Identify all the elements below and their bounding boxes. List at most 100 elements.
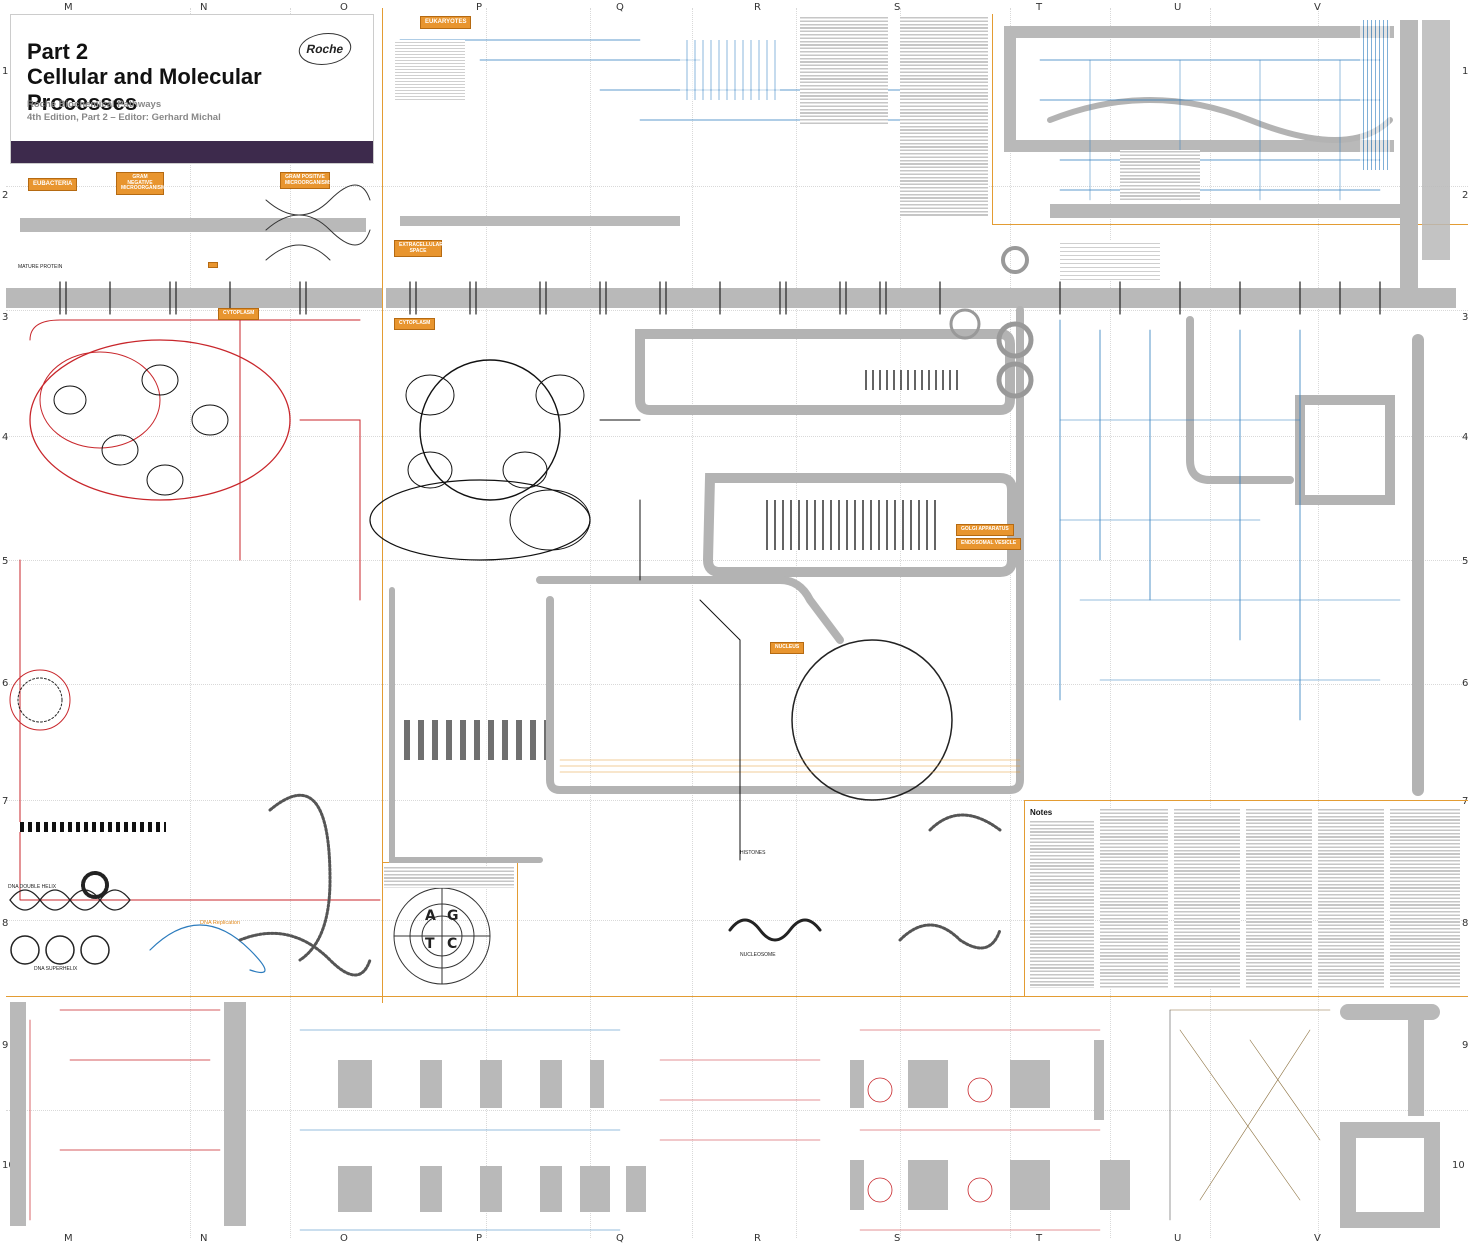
- grid-line: [6, 436, 1468, 437]
- membrane-block: [1100, 1160, 1130, 1210]
- translation-cycle: [419, 359, 561, 501]
- poster-subtitle: Roche Biochemical Pathways 4th Edition, …: [27, 99, 221, 125]
- membrane-block: [1094, 1040, 1104, 1120]
- notes-column: [384, 866, 514, 888]
- ribosome: [502, 451, 548, 489]
- membrane-block: [626, 1166, 646, 1212]
- vesicle: [996, 361, 1034, 399]
- column-label: P: [476, 1233, 483, 1244]
- membrane-block: [540, 1060, 562, 1108]
- column-label: S: [894, 1233, 901, 1244]
- row-label: 9: [1462, 1040, 1469, 1051]
- mature-protein-label: MATURE PROTEIN: [18, 264, 63, 270]
- column-label: U: [1174, 1233, 1182, 1244]
- notes-column: [1318, 808, 1384, 988]
- column-label: N: [200, 1233, 208, 1244]
- ribosome: [101, 434, 139, 466]
- membrane-block: [1340, 1122, 1356, 1228]
- membrane-vertical-right-2: [1422, 20, 1450, 260]
- chromatin: [728, 918, 822, 942]
- nucleosome-label: NUCLEOSOME: [740, 952, 776, 958]
- membrane-block: [338, 1060, 372, 1108]
- grid-line: [796, 8, 797, 1238]
- grid-line: [590, 8, 591, 1238]
- row-label: 1: [1462, 66, 1469, 77]
- grid-line: [6, 1110, 1468, 1111]
- row-label: 5: [1462, 556, 1469, 567]
- nuclear-envelope: [546, 306, 1024, 794]
- golgi-tube: [635, 329, 1015, 415]
- eukaryotes-tag: EUKARYOTES: [420, 16, 472, 29]
- column-label: O: [340, 1233, 348, 1244]
- nucleus-circle: [791, 639, 953, 801]
- pathway-connector: [699, 599, 741, 861]
- label-cluster: [680, 40, 780, 100]
- dna-supercoil: [10, 935, 40, 965]
- membrane-receptors: [59, 281, 1381, 315]
- column-label: P: [476, 2, 483, 13]
- dna-tag: [208, 262, 218, 268]
- row-label: 3: [2, 312, 9, 323]
- signaling-pathway: [1059, 319, 1301, 721]
- membrane-block: [850, 1060, 864, 1108]
- row-label: 6: [2, 678, 9, 689]
- label-cluster: [1360, 20, 1390, 170]
- extracellular-tag: EXTRACELLULAR SPACE: [394, 240, 443, 257]
- column-label: U: [1174, 2, 1182, 13]
- vesicle-cargo-cluster: [860, 370, 960, 390]
- column-label: Q: [616, 1233, 624, 1244]
- orange-connector: [559, 759, 1021, 773]
- title-band: [11, 141, 373, 163]
- grid-line: [6, 684, 1468, 685]
- pathway-connector: [599, 419, 641, 581]
- gene-segments: [16, 822, 166, 832]
- dna-replication-label: DNA Replication: [200, 920, 241, 926]
- ribosome: [407, 451, 453, 489]
- golgi-tag: GOLGI APPARATUS: [956, 524, 1014, 536]
- row-label: 2: [2, 190, 9, 201]
- eubacteria-tag: EUBACTERIA: [28, 178, 78, 191]
- plasmid: [17, 677, 63, 723]
- vesicle: [1001, 246, 1029, 274]
- translation-cycle: [369, 479, 591, 561]
- row-label: 3: [1462, 312, 1469, 323]
- dna-strand: [268, 793, 332, 962]
- row-label: 10: [2, 1160, 15, 1171]
- er-channel: [536, 576, 844, 644]
- poster-heading: Cellular and Molecular Processes: [27, 64, 262, 115]
- cytoplasm-tag: CYTOPLASM: [394, 318, 436, 330]
- ribosome: [535, 374, 585, 416]
- grid-line: [6, 920, 1468, 921]
- membrane-block: [480, 1166, 502, 1212]
- row-label: 4: [1462, 432, 1469, 443]
- grid-line: [900, 8, 901, 1238]
- bacterial-translation-cycle: [39, 351, 161, 449]
- codon-letter: T: [425, 936, 435, 952]
- row-label: 9: [2, 1040, 9, 1051]
- membrane-vertical-right: [1400, 20, 1418, 300]
- notes-column: [1030, 820, 1094, 988]
- row-label: 2: [1462, 190, 1469, 201]
- bacterial-translation-cycle: [29, 339, 291, 501]
- grid-line: [6, 186, 1468, 187]
- dna-helix: [9, 889, 131, 911]
- histones-label: HISTONES: [740, 850, 766, 856]
- membrane-block: [338, 1166, 372, 1212]
- column-label: T: [1036, 1233, 1043, 1244]
- row-label: 8: [1462, 918, 1469, 929]
- section-divider: [1024, 800, 1468, 801]
- grid-line: [1010, 8, 1011, 1238]
- membrane-block: [1010, 1060, 1050, 1108]
- column-label: O: [340, 2, 348, 13]
- column-label: T: [1036, 2, 1043, 13]
- mito-pathway: [1039, 59, 1381, 191]
- regulation-network: [1169, 1009, 1331, 1201]
- notes-column: [1174, 808, 1240, 988]
- abbreviation-list: [800, 16, 888, 126]
- row-label: 6: [1462, 678, 1469, 689]
- edition-editor: 4th Edition, Part 2 – Editor: Gerhard Mi…: [27, 111, 221, 123]
- section-divider: [6, 996, 1468, 997]
- replication-fork: [149, 924, 266, 974]
- red-pathway-node: [867, 1177, 893, 1203]
